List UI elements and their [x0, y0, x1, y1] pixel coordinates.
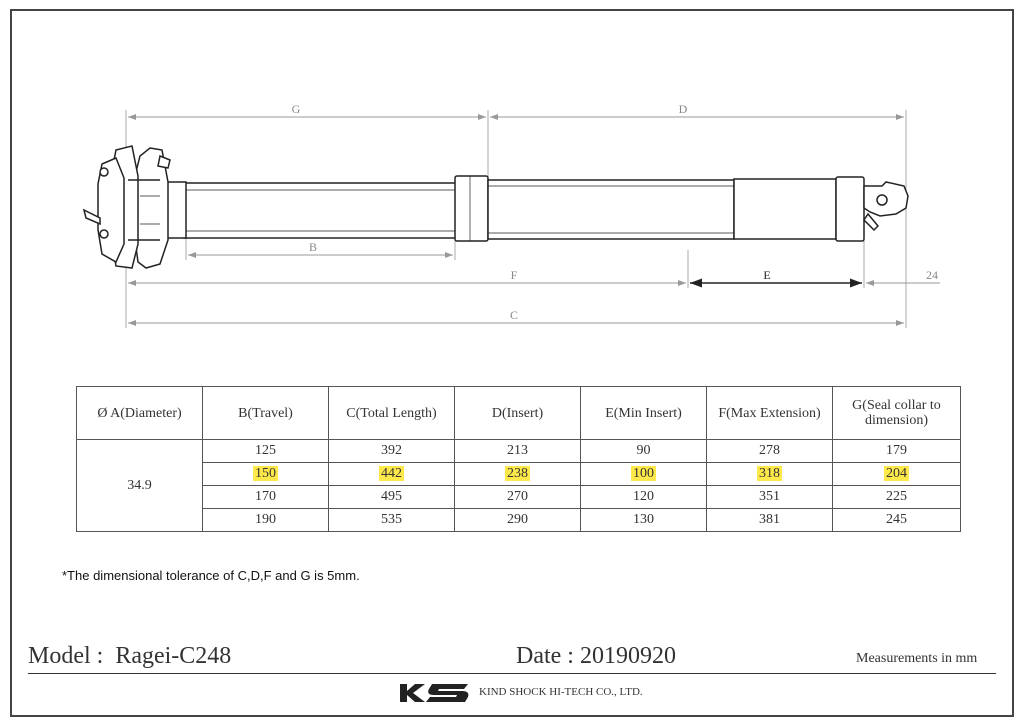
- dimension-table: Ø A(Diameter) B(Travel) C(Total Length) …: [76, 386, 961, 532]
- dim-label-d: D: [679, 102, 688, 116]
- table-cell: 190: [202, 508, 329, 532]
- footer-divider: [28, 673, 996, 674]
- table-cell: 213: [454, 439, 581, 463]
- table-cell: 535: [328, 508, 455, 532]
- table-row: 190 535 290 130 381 245: [77, 508, 961, 532]
- header-diameter: Ø A(Diameter): [76, 386, 203, 440]
- company-name: KIND SHOCK HI-TECH CO., LTD.: [479, 686, 643, 698]
- table-cell: 270: [454, 485, 581, 509]
- header-total-length: C(Total Length): [328, 386, 455, 440]
- seat-clamp-head: [82, 145, 187, 269]
- header-max-extension: F(Max Extension): [706, 386, 833, 440]
- dim-label-b: B: [309, 240, 317, 254]
- table-cell: 245: [832, 508, 961, 532]
- table-cell: 238: [454, 462, 581, 486]
- header-travel: B(Travel): [202, 386, 329, 440]
- ks-logo-icon: [400, 684, 469, 702]
- table-row: 34.9 125 392 213 90 278 179: [76, 439, 961, 532]
- table-cell: 442: [328, 462, 455, 486]
- date-value: 20190920: [579, 643, 676, 669]
- table-cell: 179: [832, 439, 961, 463]
- date-label: Date :: [516, 643, 574, 669]
- highlighted-value: 238: [505, 466, 530, 481]
- table-cell: 278: [706, 439, 833, 463]
- table-cell: 318: [706, 462, 833, 486]
- highlighted-value: 318: [757, 466, 782, 481]
- table-cell: 381: [706, 508, 833, 532]
- units-note: Measurements in mm: [856, 651, 978, 666]
- dim-label-g: G: [292, 102, 301, 116]
- dimension-lines: [128, 114, 940, 326]
- header-seal-collar: G(Seal collar to dimension): [832, 386, 961, 440]
- highlighted-value: 150: [253, 466, 278, 481]
- table-row-highlighted: 150 442 238 100 318 204: [77, 462, 961, 486]
- model-value: Ragei-C248: [115, 643, 232, 669]
- highlighted-value: 204: [884, 466, 909, 481]
- table-cell: 100: [580, 462, 707, 486]
- table-cell: 204: [832, 462, 961, 486]
- highlighted-value: 442: [379, 466, 404, 481]
- tolerance-note: *The dimensional tolerance of C,D,F and …: [62, 568, 360, 583]
- dim-label-f: F: [511, 268, 518, 282]
- model-line: Model : Ragei-C248: [28, 643, 231, 670]
- table-cell: 130: [580, 508, 707, 532]
- seatpost-body: [183, 175, 909, 242]
- table-cell: 120: [580, 485, 707, 509]
- dim-label-e: E: [763, 268, 770, 282]
- header-min-insert: E(Min Insert): [580, 386, 707, 440]
- header-insert: D(Insert): [454, 386, 581, 440]
- table-cell: 290: [454, 508, 581, 532]
- table-cell: 90: [580, 439, 707, 463]
- table-cell: 170: [202, 485, 329, 509]
- model-label: Model :: [28, 643, 104, 669]
- dim-label-offset: 24: [926, 268, 938, 282]
- table-cell: 225: [832, 485, 961, 509]
- table-cell: 351: [706, 485, 833, 509]
- table-cell: 392: [328, 439, 455, 463]
- table-cell: 495: [328, 485, 455, 509]
- dim-label-c: C: [510, 308, 518, 322]
- table-row: 170 495 270 120 351 225: [77, 485, 961, 509]
- cell-diameter: 34.9: [76, 439, 203, 532]
- drawing-sheet-border: [10, 9, 1014, 717]
- table-cell: 125: [202, 439, 329, 463]
- highlighted-value: 100: [631, 466, 656, 481]
- seatpost-technical-drawing: G D B F E 24 C: [82, 102, 940, 328]
- table-header-row: Ø A(Diameter) B(Travel) C(Total Length) …: [76, 386, 961, 440]
- table-cell: 150: [202, 462, 329, 486]
- date-line: Date : 20190920: [516, 643, 676, 670]
